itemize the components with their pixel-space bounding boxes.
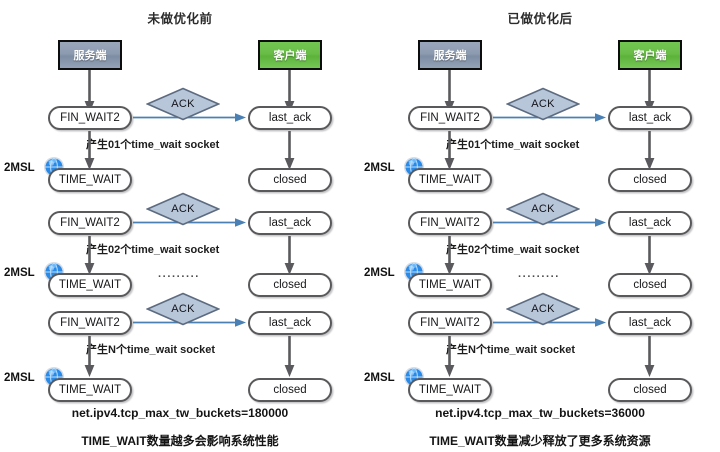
ack-diamond-icon: ACK — [146, 87, 220, 121]
time-wait-note: 产生02个time_wait socket — [86, 244, 220, 256]
endpoint-server: 服务端 — [418, 40, 482, 70]
panel-title: 已做优化后 — [507, 12, 573, 26]
ellipsis: ········· — [518, 271, 560, 283]
time-wait-note: 产生02个time_wait socket — [446, 244, 580, 256]
state-fin-wait2: FIN_WAIT2 — [48, 211, 132, 235]
down-arrow-icon — [84, 236, 95, 276]
ack-label: ACK — [171, 98, 195, 110]
panel-before-optimization: 未做优化前 服务端 客户端 FIN_WAIT2 last_ack ACK 产生0… — [4, 12, 332, 448]
down-arrow-icon — [444, 336, 455, 378]
state-last-ack: last_ack — [608, 106, 692, 130]
ack-label: ACK — [531, 203, 555, 215]
state-last-ack: last_ack — [248, 211, 332, 235]
state-last-ack: last_ack — [248, 311, 332, 335]
state-closed: closed — [608, 273, 692, 297]
ack-diamond-icon: ACK — [506, 292, 580, 326]
ack-diamond-icon: ACK — [146, 192, 220, 226]
ellipsis: ········· — [158, 271, 200, 283]
time-wait-note: 产生01个time_wait socket — [446, 139, 580, 151]
panel-summary: TIME_WAIT数量越多会影响系统性能 — [81, 434, 279, 448]
time-wait-note: 产生N个time_wait socket — [446, 344, 575, 356]
down-arrow-icon — [644, 236, 655, 276]
down-arrow-icon — [284, 131, 295, 171]
state-time-wait: TIME_WAIT — [408, 273, 492, 297]
ack-diamond-icon: ACK — [506, 87, 580, 121]
ack-label: ACK — [171, 203, 195, 215]
down-arrow-icon — [444, 131, 455, 171]
state-last-ack: last_ack — [608, 211, 692, 235]
state-time-wait: TIME_WAIT — [48, 273, 132, 297]
down-arrow-icon — [84, 336, 95, 378]
state-time-wait: TIME_WAIT — [408, 168, 492, 192]
ack-label: ACK — [531, 98, 555, 110]
state-fin-wait2: FIN_WAIT2 — [408, 106, 492, 130]
down-arrow-icon — [444, 236, 455, 276]
state-time-wait: TIME_WAIT — [48, 378, 132, 402]
panel-title: 未做优化前 — [147, 12, 213, 26]
timer-label-2msl: 2MSL — [4, 372, 35, 384]
state-closed: closed — [248, 168, 332, 192]
state-closed: closed — [608, 378, 692, 402]
ack-diamond-icon: ACK — [506, 192, 580, 226]
timer-label-2msl: 2MSL — [364, 162, 395, 174]
state-closed: closed — [608, 168, 692, 192]
time-wait-note: 产生N个time_wait socket — [86, 344, 215, 356]
timer-label-2msl: 2MSL — [4, 267, 35, 279]
state-fin-wait2: FIN_WAIT2 — [408, 311, 492, 335]
ack-diamond-icon: ACK — [146, 292, 220, 326]
sysctl-setting: net.ipv4.tcp_max_tw_buckets=36000 — [435, 406, 645, 420]
endpoint-server: 服务端 — [58, 40, 122, 70]
globe-clock-icon — [403, 156, 425, 178]
state-fin-wait2: FIN_WAIT2 — [48, 106, 132, 130]
time-wait-note: 产生01个time_wait socket — [86, 139, 220, 151]
ack-label: ACK — [531, 303, 555, 315]
state-closed: closed — [248, 378, 332, 402]
timer-label-2msl: 2MSL — [364, 267, 395, 279]
timer-label-2msl: 2MSL — [4, 162, 35, 174]
timer-label-2msl: 2MSL — [364, 372, 395, 384]
endpoint-client: 客户端 — [618, 40, 682, 70]
state-closed: closed — [248, 273, 332, 297]
panel-summary: TIME_WAIT数量减少释放了更多系统资源 — [429, 434, 651, 448]
state-time-wait: TIME_WAIT — [408, 378, 492, 402]
down-arrow-icon — [644, 336, 655, 378]
down-arrow-icon — [644, 131, 655, 171]
down-arrow-icon — [284, 336, 295, 378]
state-time-wait: TIME_WAIT — [48, 168, 132, 192]
down-arrow-icon — [284, 236, 295, 276]
state-last-ack: last_ack — [248, 106, 332, 130]
sysctl-setting: net.ipv4.tcp_max_tw_buckets=180000 — [71, 406, 289, 420]
panel-after-optimization: 已做优化后 服务端 客户端 FIN_WAIT2 last_ack ACK 产生0… — [360, 0, 720, 452]
state-fin-wait2: FIN_WAIT2 — [408, 211, 492, 235]
state-fin-wait2: FIN_WAIT2 — [48, 311, 132, 335]
endpoint-client: 客户端 — [258, 40, 322, 70]
state-last-ack: last_ack — [608, 311, 692, 335]
down-arrow-icon — [84, 131, 95, 171]
ack-label: ACK — [171, 303, 195, 315]
